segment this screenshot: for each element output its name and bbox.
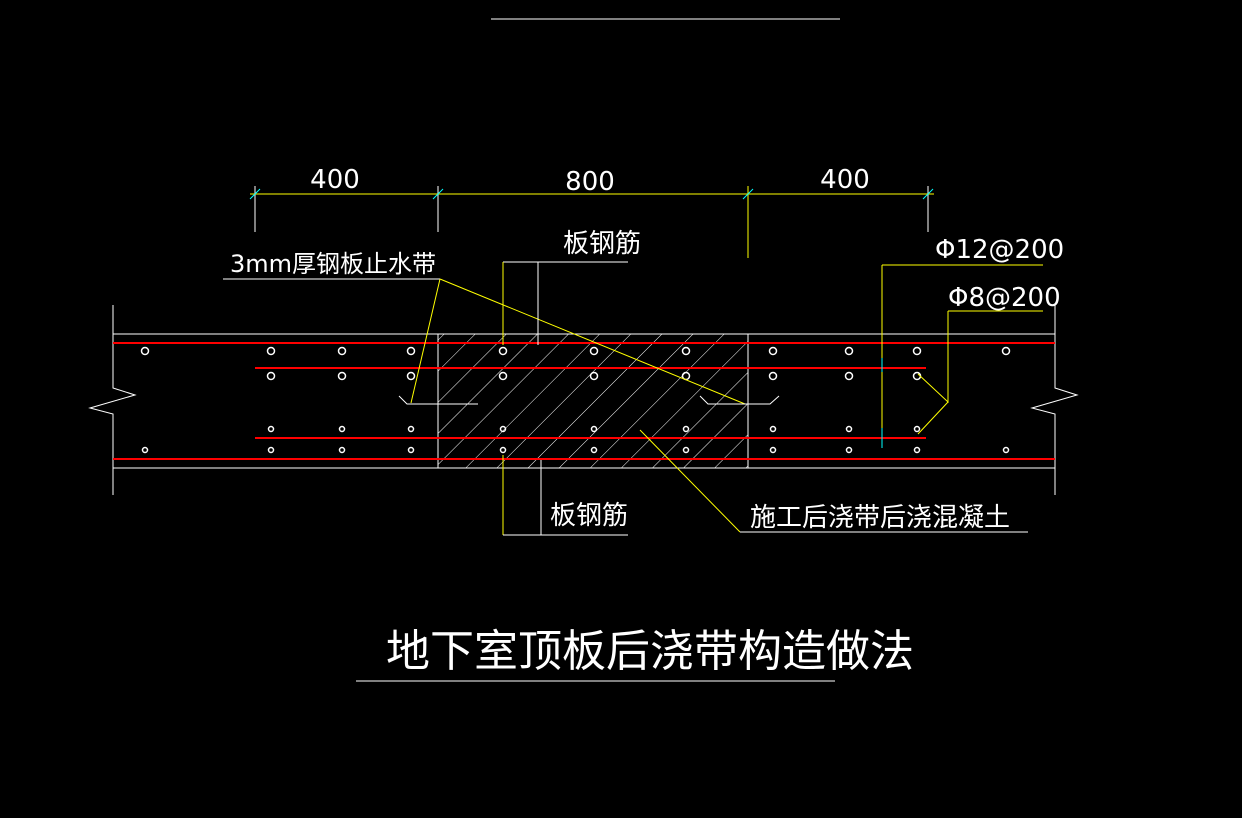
rebar-section-circle (682, 425, 690, 433)
rebar-section-circle (338, 446, 346, 454)
rebar-section-circle (682, 446, 690, 454)
rebar-section-circle (337, 371, 347, 381)
rebar-section-circle (407, 425, 415, 433)
rebar-section-circle (768, 346, 778, 356)
rebar-section-circle (266, 371, 276, 381)
dimension-label-right: 400 (820, 165, 870, 195)
rebar-main-leader (881, 264, 1043, 448)
rebar-section-circle (266, 346, 276, 356)
rebar-section-circle (1002, 446, 1010, 454)
waterstop-label: 3mm厚钢板止水带 (230, 250, 436, 278)
rebar-section-circle (267, 446, 275, 454)
rebar-sections (140, 346, 1011, 454)
rebar-section-circle (912, 346, 922, 356)
rebar-section-circle (590, 425, 598, 433)
rebar-section-circle (590, 446, 598, 454)
rebar-section-circle (499, 425, 507, 433)
rebar-section-circle (844, 371, 854, 381)
rebar-section-circle (338, 425, 346, 433)
rebar-section-circle (589, 346, 599, 356)
rebar-section-circle (768, 371, 778, 381)
rebar-section-circle (769, 425, 777, 433)
rebar-section-circle (499, 446, 507, 454)
rebar-section-circle (498, 371, 508, 381)
dimension-label-middle: 800 (565, 167, 615, 197)
rebar-section-circle (406, 371, 416, 381)
rebar-section-circle (406, 346, 416, 356)
slab-rebar-bottom-leader (502, 455, 628, 536)
post-cast-strip-hatch (438, 334, 748, 468)
slab-outline (88, 305, 1079, 495)
dimension-ticks (249, 188, 934, 200)
drawing-title: 地下室顶板后浇带构造做法 (386, 626, 914, 677)
rebar-section-circle (1001, 346, 1011, 356)
rebar-section-circle (140, 346, 150, 356)
slab-rebar-top-label: 板钢筋 (563, 229, 641, 259)
post-cast-concrete-leader (639, 429, 1028, 533)
rebar-section-circle (845, 446, 853, 454)
rebar-section-circle (589, 371, 599, 381)
dimension-label-left: 400 (310, 165, 360, 195)
waterstop-leader (223, 278, 780, 405)
rebar-section-circle (769, 446, 777, 454)
rebar-section-circle (141, 446, 149, 454)
rebar-section-circle (913, 425, 921, 433)
rebar-section-circle (407, 446, 415, 454)
slab-rebar-top-leader (502, 261, 628, 345)
rebar-section-circle (267, 425, 275, 433)
rebar-section-circle (337, 346, 347, 356)
rebar-lines (113, 342, 1055, 460)
rebar-section-circle (681, 346, 691, 356)
rebar-section-circle (498, 346, 508, 356)
post-cast-concrete-label: 施工后浇带后浇混凝土 (750, 503, 1010, 533)
rebar-additional-label: Φ8@200 (948, 283, 1061, 313)
rebar-section-circle (845, 425, 853, 433)
slab-rebar-bottom-label: 板钢筋 (550, 501, 628, 531)
rebar-additional-leader (917, 310, 1043, 435)
rebar-section-circle (913, 446, 921, 454)
rebar-main-label: Φ12@200 (935, 235, 1064, 265)
rebar-section-circle (844, 346, 854, 356)
